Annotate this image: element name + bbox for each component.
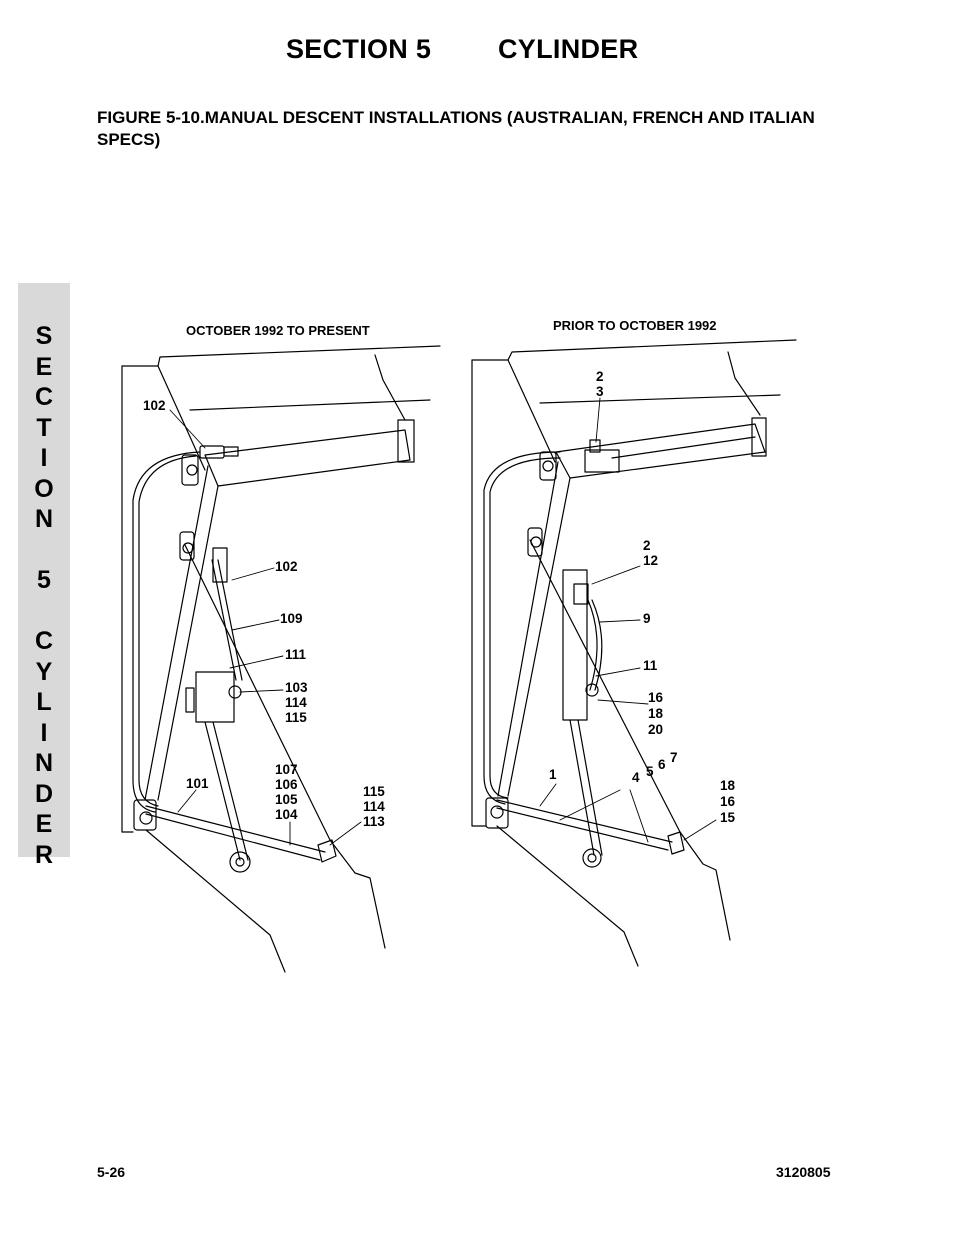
callout-label: 102 [143,398,166,413]
side-tab-letter: I [40,444,48,472]
callout-label: 102 [275,559,298,574]
side-tab-letter: I [40,718,48,747]
callout-label: 101 [186,776,209,791]
callout-label: 114 [285,695,307,710]
callout-label: 18 [720,778,736,793]
side-tab-letter: E [35,352,53,381]
callout-label: 6 [658,757,666,772]
right-assembly-drawing [471,339,797,967]
section-name: CYLINDER [498,34,639,64]
left-assembly-drawing [121,345,441,973]
callout-label: 11 [643,658,658,673]
side-tab-letter: E [35,810,53,838]
side-tab-letter: O [34,474,54,503]
callout-label: 104 [275,807,298,822]
right-subtitle: PRIOR TO OCTOBER 1992 [553,318,717,333]
callout-label: 113 [363,814,385,829]
side-tab-letter: R [34,840,54,869]
figure-title: FIGURE 5-10.MANUAL DESCENT INSTALLATIONS… [97,108,815,149]
callout-label: 105 [275,792,298,807]
left-subtitle: OCTOBER 1992 TO PRESENT [186,323,370,338]
callout-label: 18 [648,706,664,721]
document-number: 3120805 [776,1164,831,1180]
section-header: SECTION 5 CYLINDER [286,34,638,65]
side-tab-letter: N [34,505,54,533]
side-tab-letter: C [34,383,54,411]
callout-label: 1 [549,767,557,782]
callout-label: 4 [632,770,640,785]
callout-label: 20 [648,722,663,737]
callout-label: 115 [285,710,307,725]
side-tab-letter: Y [35,657,53,686]
side-tab-letter: C [34,627,54,655]
side-tab-letter: N [34,749,54,777]
callout-label: 107 [275,762,298,777]
callout-label: 106 [275,777,298,792]
callout-label: 16 [648,690,664,705]
callout-label: 9 [643,611,651,626]
section-number: SECTION 5 [286,34,432,64]
callout-label: 12 [643,553,658,568]
side-tab-letter: D [34,779,54,808]
callout-label: 103 [285,680,308,695]
callout-label: 5 [646,764,654,779]
callout-label: 16 [720,794,736,809]
callout-label: 115 [363,784,385,799]
section-side-tab: S E C T I O N 5 C Y L I N D E R [18,283,70,869]
callout-label: 2 [596,369,604,384]
callout-label: 114 [363,799,385,814]
callout-label: 15 [720,810,736,825]
callout-label: 2 [643,538,651,553]
callout-label: 3 [596,384,604,399]
side-tab-letter: 5 [37,566,51,594]
side-tab-letters: S E C T I O N 5 C Y L I N D E R [18,321,70,870]
side-tab-letter: L [36,688,52,716]
side-tab-letter: S [35,322,53,350]
callout-label: 109 [280,611,303,626]
callout-label: 111 [285,647,307,662]
callout-label: 7 [670,750,678,765]
side-tab-letter: T [36,413,52,442]
page-number: 5-26 [97,1164,126,1180]
